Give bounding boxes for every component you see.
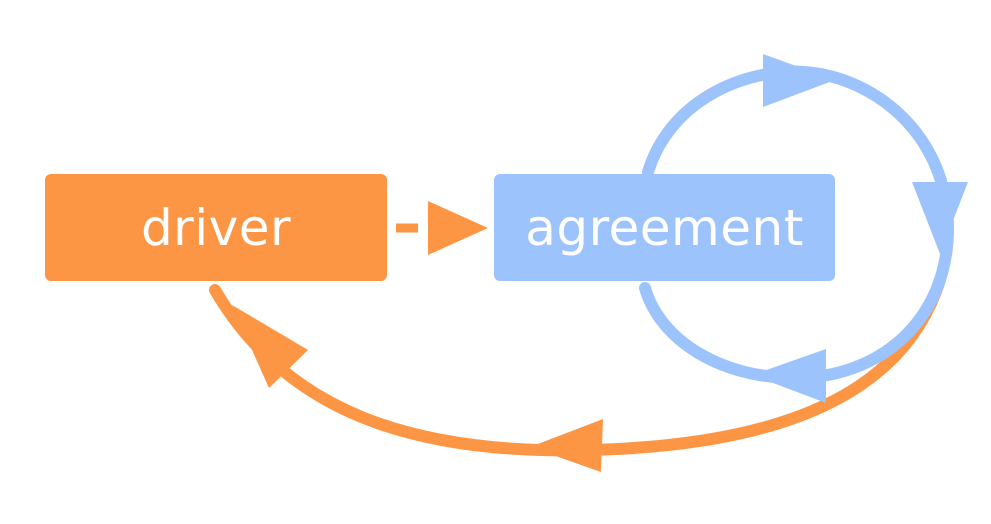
edge-agreement-to-driver-line [209,274,946,457]
arrowhead-loop-right [912,182,968,254]
node-agreement: agreement [494,174,835,281]
node-driver: driver [45,174,387,281]
arrowhead-agreement-to-driver-end [232,305,308,388]
node-driver-label: driver [140,198,292,257]
arrowhead-agreement-to-driver-bottom [530,419,603,472]
arrowhead-loop-top [763,54,835,107]
edge-agreement-to-driver [209,274,946,472]
node-agreement-label: agreement [525,198,804,257]
edge-driver-to-agreement [396,201,488,255]
arrowhead-driver-to-agreement [428,201,488,255]
arrowhead-loop-bottom [752,349,826,403]
edge-agreement-self-loop [639,54,968,403]
